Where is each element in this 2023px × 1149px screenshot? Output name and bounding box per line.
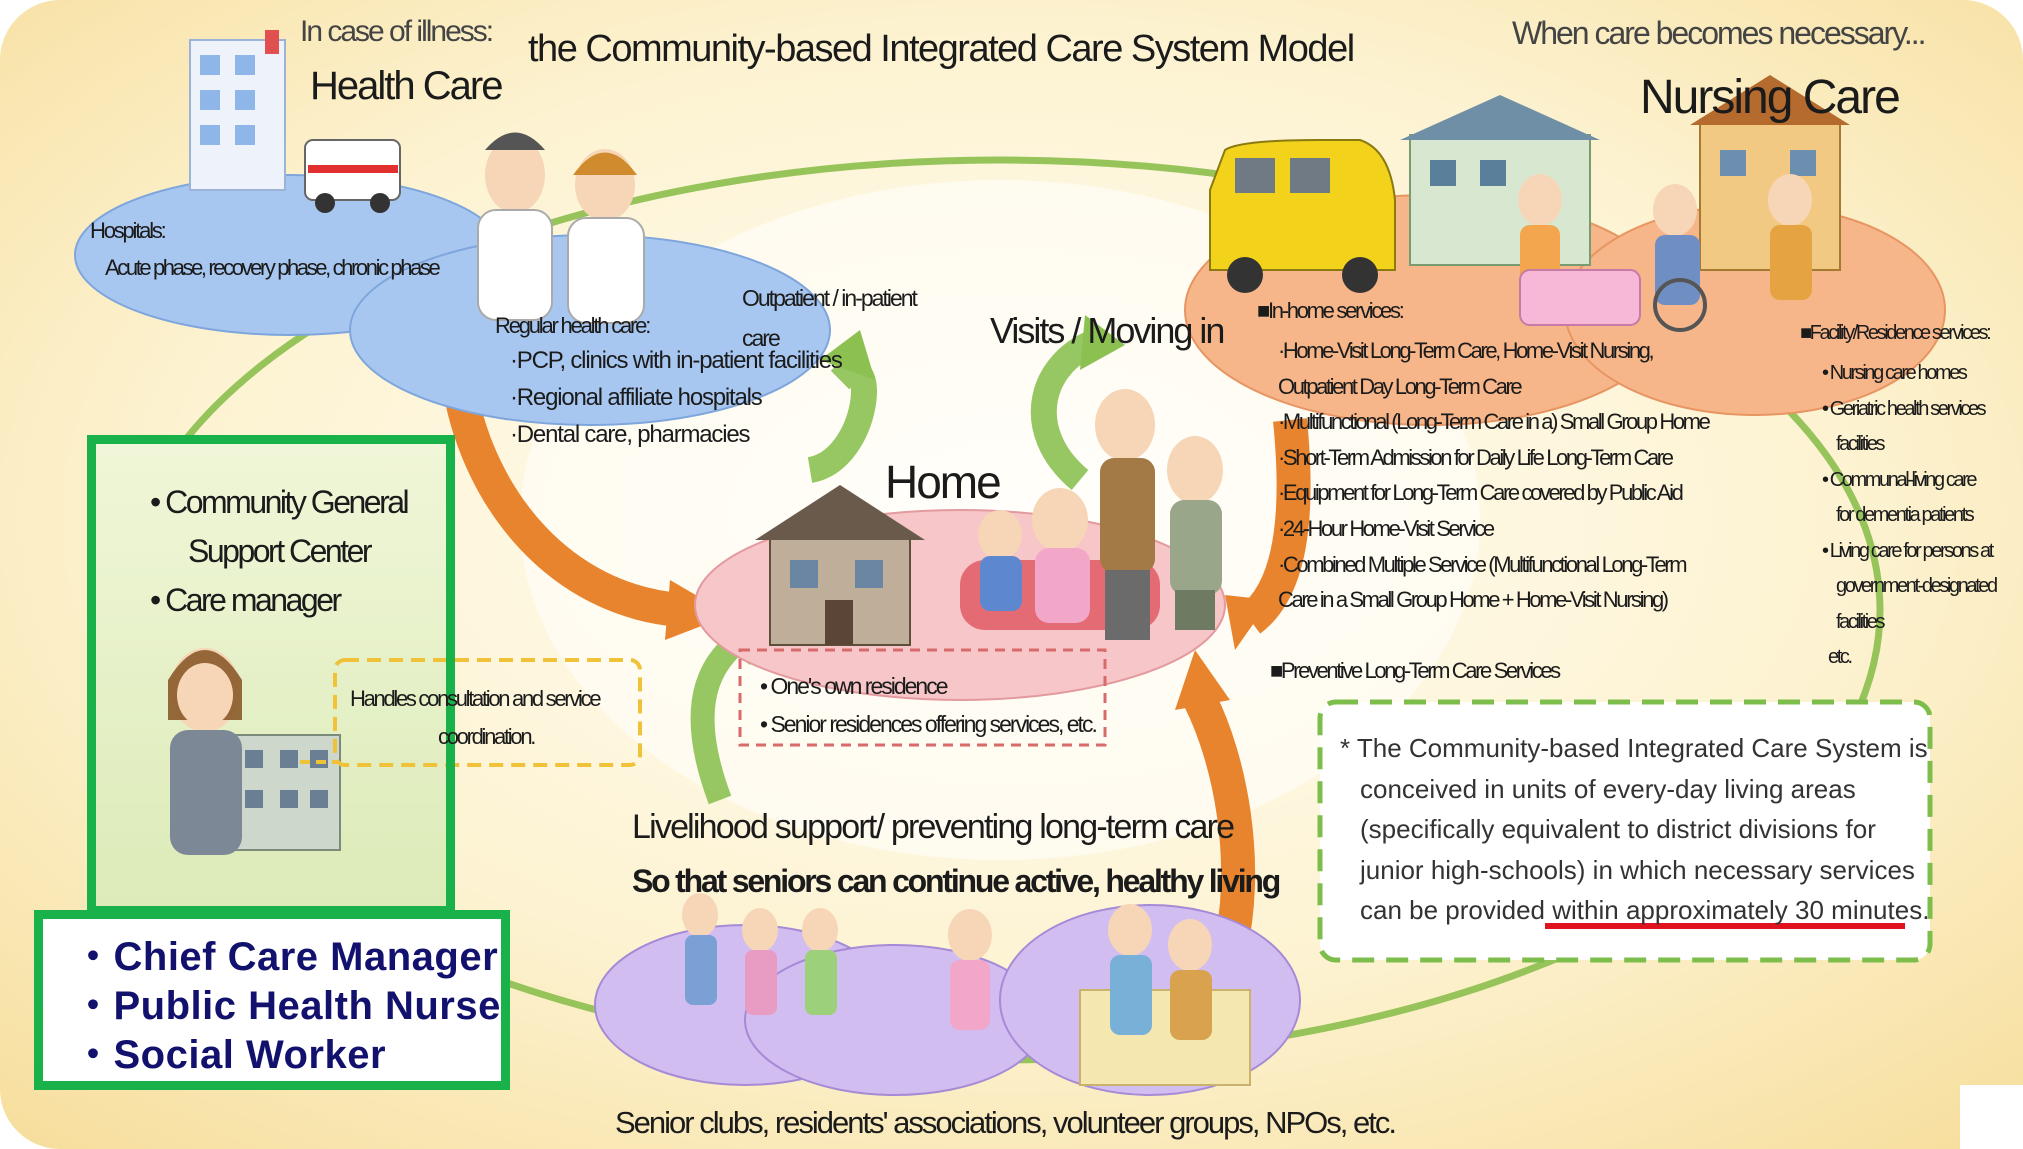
regular-care-list: ·PCP, clinics with in-patient facilities… — [510, 342, 843, 453]
in-home-list: ·Home-Visit Long-Term Care, Home-Visit N… — [1278, 333, 1711, 618]
note-text: * The Community-based Integrated Care Sy… — [1340, 728, 1929, 931]
support-center-item: Support Center — [188, 533, 373, 569]
in-home-item: ·Short-Term Admission for Daily Life Lon… — [1278, 444, 1674, 470]
note-line: (specifically equivalent to district div… — [1360, 814, 1876, 844]
consultation-text: Handles consultation and service coordin… — [350, 680, 602, 756]
bottom-right-blank — [1960, 1085, 2023, 1149]
in-home-item: ·Multifunctional (Long-Term Care in a) S… — [1278, 409, 1711, 435]
in-home-item: ·Equipment for Long-Term Care covered by… — [1278, 480, 1684, 506]
in-home-item: ·Combined Multiple Service (Multifunctio… — [1278, 551, 1688, 577]
staff-chief-care-manager: ・Chief Care Manager — [73, 935, 499, 979]
residents-oval — [744, 944, 1046, 1096]
care-manager-icon — [168, 648, 341, 855]
caregivers-icon — [1518, 174, 1812, 332]
home-items-box — [738, 648, 1107, 747]
ambulance-icon — [304, 139, 401, 213]
hospital-icon — [189, 30, 286, 191]
nursing-care-caption: When care becomes necessary... — [1512, 15, 1926, 51]
hospitals-label: Hospitals: — [90, 218, 167, 243]
green-arrowhead-2 — [1080, 315, 1125, 370]
green-arrow-visits-right — [1030, 327, 1105, 490]
green-arrow-livelihood — [690, 630, 748, 805]
in-home-item: Care in a Small Group Home + Home-Visit … — [1278, 587, 1669, 613]
support-center-list: • Community General Support Center • Car… — [150, 478, 410, 625]
staff-public-health-nurse: ・Public Health Nurse — [73, 984, 501, 1028]
community-groups: Senior clubs, residents' associations, v… — [615, 1105, 1397, 1140]
consultation-line: coordination. — [438, 724, 536, 749]
outpatient-line: care — [742, 325, 781, 351]
note-line: conceived in units of every-day living a… — [1360, 773, 1856, 804]
facility-item: for dementia patients — [1836, 504, 1975, 526]
home-item: • Senior residences offering services, e… — [760, 711, 1098, 737]
livelihood-heading: Livelihood support/ preventing long-term… — [632, 808, 1235, 846]
diagram-title: the Community-based Integrated Care Syst… — [528, 28, 1355, 70]
volunteer-icon — [1079, 904, 1251, 1086]
support-center-item: • Community General — [150, 484, 410, 520]
note-box — [1317, 699, 1933, 963]
nursing-care-heading: Nursing Care — [1640, 71, 1901, 124]
consultation-line: Handles consultation and service — [350, 686, 602, 711]
visits-moving-in: Visits / Moving in — [990, 310, 1225, 351]
home-items: • One's own residence • Senior residence… — [760, 667, 1098, 743]
facility-list: • Nursing care homes • Geriatric health … — [1822, 356, 1998, 676]
facility-item: • Living care for persons at — [1822, 539, 1994, 562]
green-arrow-visits-left — [806, 359, 877, 483]
facility-item: government-designated — [1836, 575, 1998, 597]
in-home-item: ·Home-Visit Long-Term Care, Home-Visit N… — [1278, 338, 1655, 363]
outpatient-label: Outpatient / in-patient care — [742, 278, 918, 358]
facility-item: facilities — [1836, 433, 1886, 455]
facility-item: etc. — [1828, 646, 1853, 668]
facility-item: • Nursing care homes — [1822, 362, 1968, 384]
regular-care-item: ·Regional affiliate hospitals — [510, 384, 763, 411]
consultation-box — [333, 658, 642, 767]
orange-arrowhead-3 — [1175, 650, 1230, 710]
livelihood-subheading: So that seniors can continue active, hea… — [632, 863, 1281, 899]
health-care-caption: In case of illness: — [300, 15, 494, 48]
note-line: * The Community-based Integrated Care Sy… — [1340, 733, 1928, 763]
facility-item: • Communal-living care — [1822, 468, 1978, 491]
regular-care-heading: Regular health care: — [495, 313, 651, 338]
orange-arrow-health-to-home — [443, 386, 682, 627]
home-heading: Home — [885, 456, 1002, 508]
staff-social-worker: ・Social Worker — [73, 1033, 387, 1077]
van-icon — [1209, 139, 1396, 293]
facility-heading: ■Facility/Residence services: — [1800, 322, 1992, 344]
green-arrowhead-1 — [820, 330, 875, 380]
hospitals-detail: Acute phase, recovery phase, chronic pha… — [105, 255, 441, 280]
facility-item: facilities — [1836, 610, 1886, 633]
note-line: junior high-schools) in which necessary … — [1360, 854, 1915, 885]
staff-box: ・Chief Care Manager ・Public Health Nurse… — [34, 910, 510, 1090]
in-home-item: Outpatient Day Long-Term Care — [1278, 373, 1523, 399]
preventive-services: ■Preventive Long-Term Care Services — [1270, 658, 1561, 683]
support-center-item: • Care manager — [150, 582, 342, 618]
orange-arrowhead-2 — [1225, 595, 1270, 650]
regular-care-item: ·PCP, clinics with in-patient facilities — [510, 347, 843, 374]
seniors-group-icon — [682, 893, 992, 1030]
health-care-heading: Health Care — [310, 64, 503, 108]
family-icon — [960, 389, 1223, 640]
note-line: can be provided within approximately 30 … — [1360, 895, 1930, 925]
in-home-item: ·24-Hour Home-Visit Service — [1278, 515, 1495, 541]
doctors-icon — [477, 132, 645, 324]
outpatient-line: Outpatient / in-patient — [742, 285, 918, 311]
in-home-heading: ■In-home services: — [1257, 298, 1405, 323]
orange-arrow-community-to-home — [1184, 692, 1256, 954]
facility-item: • Geriatric health services — [1822, 397, 1987, 420]
home-item: • One's own residence — [760, 673, 949, 699]
regular-care-item: ·Dental care, pharmacies — [510, 421, 751, 448]
house-icon — [755, 485, 925, 646]
